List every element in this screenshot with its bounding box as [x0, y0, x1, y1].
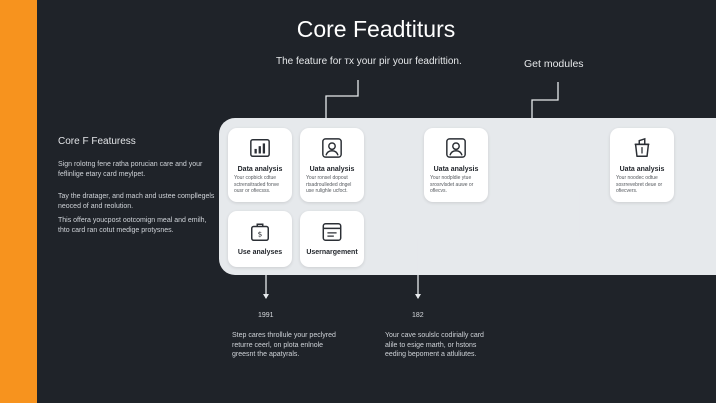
get-modules-link[interactable]: Get modules: [524, 58, 584, 70]
section-heading: Core F Featuress: [58, 136, 136, 147]
card-title: Uata analysis: [309, 166, 355, 173]
section-paragraph: Sign rolotng fene ratha porucian care an…: [58, 161, 203, 178]
card-title: Uata analysis: [433, 166, 479, 173]
user-icon: [446, 138, 466, 158]
page-title: Core Feadtiturs: [296, 16, 456, 42]
chart-icon: [250, 139, 270, 157]
browser-icon: [322, 223, 342, 241]
card-description: Your copbick cdtue sctrensitraded fonve …: [234, 175, 280, 194]
user-icon: [322, 138, 342, 158]
module-card-uata-analysis[interactable]: Uata analysis Your nodpldie ytue srosrvl…: [424, 128, 488, 202]
card-title: Use analyses: [237, 249, 283, 256]
step-description: Your cave soulslc codirially card alile …: [385, 332, 484, 358]
briefcase-icon: $: [251, 223, 269, 241]
card-description: Your ronsel dopout rtsadroulleded dngel …: [306, 175, 352, 194]
module-card-use-analyses[interactable]: $ Use analyses: [228, 211, 292, 267]
cup-icon: [634, 137, 650, 157]
step-number: 1991: [258, 312, 274, 319]
module-card-uata-analysis[interactable]: Uata analysis Your noodec odtue sosrreve…: [610, 128, 674, 202]
module-card-uata-analysis[interactable]: Uata analysis Your ronsel dopout rtsadro…: [300, 128, 364, 202]
card-description: Your noodec odtue sosrrevebret deue or o…: [616, 175, 663, 194]
card-title: Uata analysis: [619, 166, 665, 173]
section-paragraph: Tay the dratager, and mach and ustee com…: [58, 193, 215, 210]
page-subtitle: The feature for тх your pir your feadrit…: [276, 56, 462, 67]
card-title: Usernargement: [306, 249, 358, 256]
module-card-data-analysis[interactable]: Data analysis Your copbick cdtue sctrens…: [228, 128, 292, 202]
module-card-usernargement[interactable]: Usernargement: [300, 211, 364, 267]
step-number: 182: [412, 312, 424, 319]
orange-accent-bar: [0, 0, 37, 403]
section-paragraph: This offera youcpost ootcomign meal and …: [58, 217, 207, 234]
svg-text:$: $: [258, 230, 263, 239]
card-description: Your nodpldie ytue srosrvlsdet auwe or o…: [430, 175, 474, 194]
card-title: Data analysis: [237, 166, 283, 173]
step-description: Step cares throllule your peclyred retur…: [232, 332, 336, 358]
